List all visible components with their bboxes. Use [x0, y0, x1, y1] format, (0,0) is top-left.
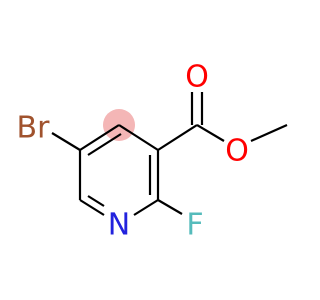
bromine-label: Br: [17, 111, 51, 146]
bond-c-o-ester: [196, 124, 225, 142]
molecule-structure: Br N F O O: [17, 60, 288, 243]
substituent-bonds: [51, 92, 288, 215]
ester-oxygen-label: O: [225, 134, 249, 169]
atom-labels: Br N F O O: [17, 60, 249, 243]
carbonyl-oxygen-label: O: [185, 60, 209, 95]
fluorine-label: F: [186, 208, 203, 243]
bond-c4-c3: [118, 124, 159, 151]
bond-o-methyl: [250, 123, 288, 143]
bond-c5-c4-inner: [87, 133, 122, 156]
bond-n-c6-inner: [87, 195, 105, 207]
bond-c2-n: [133, 199, 159, 216]
bond-c5-c4: [79, 124, 120, 151]
nitrogen-label: N: [108, 208, 130, 243]
bond-c5-br: [51, 132, 81, 151]
bond-c2-f: [157, 199, 183, 215]
pyridine-ring: [78, 124, 160, 216]
bond-c3-carbonyl: [157, 124, 198, 151]
bond-n-c6: [79, 199, 105, 216]
